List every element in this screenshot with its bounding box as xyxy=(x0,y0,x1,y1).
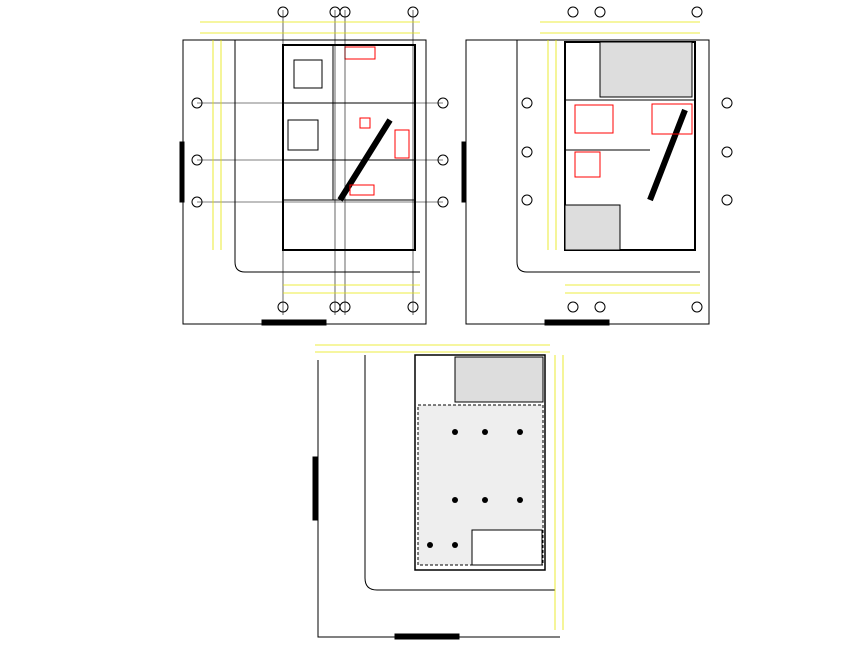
grid-bubbles xyxy=(191,6,449,313)
building-outline xyxy=(414,354,546,571)
grid-bubbles xyxy=(521,6,733,313)
title-bar xyxy=(544,319,610,326)
roof-hatch xyxy=(564,204,621,251)
roof-hatch xyxy=(454,356,544,403)
sheet-frame xyxy=(317,360,560,638)
dimension-lines xyxy=(540,21,700,294)
dimension-lines xyxy=(315,344,564,630)
title-bar xyxy=(261,319,327,326)
sidewalk-edge xyxy=(364,355,555,591)
dimension-lines xyxy=(200,21,420,294)
roof-hatch xyxy=(599,41,693,98)
upper-floor-plan xyxy=(461,6,733,326)
furniture-red xyxy=(574,103,693,178)
section-marker xyxy=(461,141,467,203)
roof-drains xyxy=(427,429,523,548)
sidewalk-edge xyxy=(234,40,420,273)
title-bar xyxy=(394,633,460,640)
room xyxy=(471,529,543,566)
ground-floor-plan xyxy=(179,6,449,326)
roof-plan xyxy=(312,344,564,640)
room xyxy=(287,119,319,151)
sheet-frame xyxy=(182,39,427,325)
room xyxy=(293,59,323,89)
grid-lines xyxy=(197,10,443,315)
sidewalk-edge xyxy=(516,40,700,273)
section-marker xyxy=(312,456,318,521)
stair-ramp xyxy=(647,108,688,202)
section-marker xyxy=(179,141,185,203)
